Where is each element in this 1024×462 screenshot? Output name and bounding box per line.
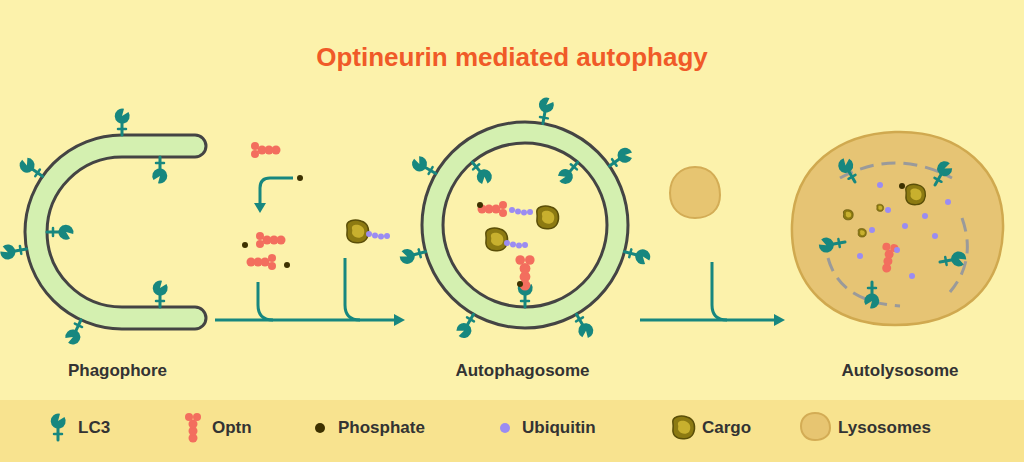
phosphate-dot <box>517 281 523 287</box>
structure-node: Autolysosome <box>785 110 1015 385</box>
cargo-fragment <box>877 204 884 211</box>
optn-symbol <box>515 255 534 290</box>
legend-label: Lysosomes <box>838 417 931 439</box>
cargo-fragment <box>858 228 866 237</box>
cargo-symbol <box>347 220 369 243</box>
structure-node: Phagophore <box>20 110 215 385</box>
arrow-head <box>254 203 266 213</box>
diagram-title: Optineurin mediated autophagy <box>0 40 1024 74</box>
lc3-symbol <box>152 157 167 183</box>
autophagosome-shape <box>405 110 640 385</box>
lc3-symbol <box>536 96 555 125</box>
lc3-symbol <box>864 282 879 308</box>
cargo-symbol <box>906 184 926 204</box>
ubiquitin-dots <box>857 182 951 279</box>
merge-line <box>712 262 727 320</box>
merge-line <box>345 258 360 320</box>
arrow-head <box>394 314 405 326</box>
legend-label: Cargo <box>702 417 751 439</box>
phosphate-dot <box>297 175 303 181</box>
lysosome-symbol <box>670 167 720 218</box>
lc3-symbol <box>63 317 88 347</box>
autolysosome-body <box>792 132 1003 325</box>
ubiquitin-chain <box>504 240 528 249</box>
legend-label: Ubiquitin <box>522 417 596 439</box>
lc3-symbol <box>47 225 73 240</box>
lysosome-symbol <box>801 413 830 440</box>
cargo-fragment <box>843 210 853 220</box>
ubiquitin-chain <box>366 231 390 240</box>
lc3-symbol <box>409 154 439 180</box>
cargo-symbol <box>673 416 695 439</box>
merge-line <box>258 282 273 320</box>
structure-label: Autolysosome <box>785 360 1015 382</box>
flow-arrow <box>215 319 396 322</box>
lc3-symbol <box>0 241 28 260</box>
legend-label: Optn <box>212 417 252 439</box>
lc3-symbol <box>818 234 847 253</box>
lc3-symbol <box>17 155 47 182</box>
outer-membrane <box>422 122 628 328</box>
ubiquitin-chain <box>509 207 533 216</box>
autolysosome-shape <box>785 110 1015 385</box>
lc3-symbol <box>570 311 596 341</box>
lc3-symbol <box>115 109 130 135</box>
lc3-symbol <box>623 245 652 266</box>
membrane-fragment <box>840 163 952 178</box>
phosphate-dot <box>315 423 325 433</box>
structure-node: Autophagosome <box>405 110 640 385</box>
lc3-symbol <box>51 414 66 440</box>
legend-label: LC3 <box>78 417 110 439</box>
lc3-symbol <box>398 244 427 265</box>
structure-label: Autophagosome <box>405 360 640 382</box>
phosphate-dot <box>477 202 483 208</box>
lc3-symbol <box>605 145 635 172</box>
ubiquitin-dot <box>500 423 510 433</box>
optn-symbol <box>478 201 508 217</box>
phagophore-shape <box>20 110 215 385</box>
optn-symbol <box>185 413 201 443</box>
lc3-symbol <box>929 158 955 188</box>
optn-symbol <box>256 232 286 248</box>
arrow-head <box>774 314 785 326</box>
cargo-symbol <box>537 206 559 229</box>
lc3-symbol <box>555 157 583 187</box>
phosphate-dot <box>284 262 290 268</box>
legend-label: Phosphate <box>338 417 425 439</box>
inner-membrane <box>443 143 607 307</box>
optn-symbol <box>247 254 277 270</box>
feed-arrow <box>260 178 293 204</box>
cargo-symbol <box>486 228 508 251</box>
lc3-symbol <box>835 155 861 185</box>
phosphate-dot <box>242 242 248 248</box>
lc3-symbol <box>466 158 494 188</box>
optn-symbol <box>878 242 899 274</box>
phosphate-dot <box>899 183 905 189</box>
lc3-symbol <box>454 310 480 340</box>
lc3-symbol <box>939 250 968 269</box>
phagophore-membrane <box>25 135 206 329</box>
optn-symbol <box>251 142 281 158</box>
structure-label: Phagophore <box>20 360 215 382</box>
flow-arrow <box>640 319 776 322</box>
lc3-symbol <box>153 281 168 307</box>
